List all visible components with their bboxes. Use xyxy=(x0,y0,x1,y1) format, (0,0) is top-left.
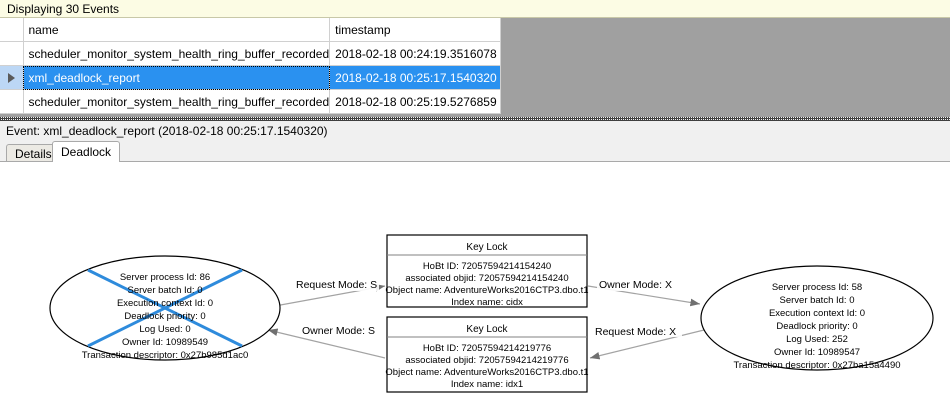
column-header-name[interactable]: name xyxy=(23,18,331,42)
bottom-key-lock-line-0: HoBt ID: 72057594214219776 xyxy=(423,343,551,354)
right-process-line-2: Execution context Id: 0 xyxy=(769,308,865,319)
edge-right-request-label: Request Mode: X xyxy=(595,326,676,338)
cell-name[interactable]: xml_deadlock_report xyxy=(23,65,331,90)
detail-tabstrip: Details Deadlock xyxy=(0,140,950,162)
right-process-line-4: Log Used: 252 xyxy=(786,334,848,345)
edge-right-request: Request Mode: X xyxy=(589,325,705,360)
events-table[interactable]: name timestamp scheduler_monitor_system_… xyxy=(0,18,502,114)
row-selector-cell[interactable] xyxy=(0,89,24,114)
left-process-line-2: Execution context Id: 0 xyxy=(117,298,213,309)
resource-node-bottom-key-lock[interactable]: Key Lock HoBt ID: 72057594214219776 asso… xyxy=(385,316,589,393)
cell-timestamp[interactable]: 2018-02-18 00:25:17.1540320 xyxy=(329,65,502,90)
table-row[interactable]: scheduler_monitor_system_health_ring_buf… xyxy=(0,41,502,66)
top-key-lock-line-0: HoBt ID: 72057594214154240 xyxy=(423,261,551,272)
top-key-lock-title: Key Lock xyxy=(466,242,508,253)
right-process-line-0: Server process Id: 58 xyxy=(772,282,862,293)
row-selector-cell[interactable] xyxy=(0,41,24,66)
left-process-line-1: Server batch Id: 0 xyxy=(128,285,203,296)
cell-name[interactable]: scheduler_monitor_system_health_ring_buf… xyxy=(23,41,331,66)
column-header-selector[interactable] xyxy=(0,18,24,42)
process-node-left-process[interactable]: Server process Id: 86 Server batch Id: 0… xyxy=(49,255,281,361)
event-detail-header: Event: xml_deadlock_report (2018-02-18 0… xyxy=(0,121,950,140)
bottom-key-lock-line-1: associated objid: 72057594214219776 xyxy=(405,355,568,366)
edge-left-owner: Owner Mode: S xyxy=(267,324,386,359)
right-process-line-1: Server batch Id: 0 xyxy=(780,295,855,306)
column-header-timestamp[interactable]: timestamp xyxy=(329,18,502,42)
process-node-right-process[interactable]: Server process Id: 58 Server batch Id: 0… xyxy=(700,265,934,371)
events-banner: Displaying 30 Events xyxy=(0,0,950,18)
left-process-line-4: Log Used: 0 xyxy=(139,324,190,335)
deadlock-graph-canvas[interactable]: Request Mode: S Owner Mode: X Owner Mode… xyxy=(0,161,950,400)
edge-right-owner-label: Owner Mode: X xyxy=(599,279,672,291)
row-arrow-icon xyxy=(7,73,15,84)
events-grid-panel[interactable]: name timestamp scheduler_monitor_system_… xyxy=(0,18,950,117)
table-row[interactable]: xml_deadlock_report 2018-02-18 00:25:17.… xyxy=(0,65,502,90)
deadlock-victim-cross-icon xyxy=(87,268,243,348)
bottom-key-lock-line-3: Index name: idx1 xyxy=(451,379,523,390)
cell-timestamp[interactable]: 2018-02-18 00:24:19.3516078 xyxy=(329,41,502,66)
top-key-lock-line-2: Object name: AdventureWorks2016CTP3.dbo.… xyxy=(385,285,588,296)
left-process-line-3: Deadlock priority: 0 xyxy=(124,311,205,322)
edge-right-owner: Owner Mode: X xyxy=(587,279,701,307)
cell-name[interactable]: scheduler_monitor_system_health_ring_buf… xyxy=(23,89,331,114)
right-process-line-6: Transaction descriptor: 0x27ba15a4490 xyxy=(733,360,900,371)
edge-left-request: Request Mode: S xyxy=(263,279,386,309)
event-title-label: Event: xml_deadlock_report (2018-02-18 0… xyxy=(6,124,328,138)
edge-left-request-label: Request Mode: S xyxy=(296,279,377,291)
right-process-line-3: Deadlock priority: 0 xyxy=(776,321,857,332)
top-key-lock-line-1: associated objid: 72057594214154240 xyxy=(405,273,568,284)
tab-deadlock[interactable]: Deadlock xyxy=(52,141,121,162)
events-count-label: Displaying 30 Events xyxy=(7,2,120,16)
table-row[interactable]: scheduler_monitor_system_health_ring_buf… xyxy=(0,89,502,114)
bottom-key-lock-title: Key Lock xyxy=(466,324,508,335)
right-process-line-5: Owner Id: 10989547 xyxy=(774,347,860,358)
row-selector-cell[interactable] xyxy=(0,65,24,90)
left-process-line-6: Transaction descriptor: 0x27b985d1ac0 xyxy=(82,350,249,361)
resource-node-top-key-lock[interactable]: Key Lock HoBt ID: 72057594214154240 asso… xyxy=(385,234,589,308)
top-key-lock-line-3: Index name: cidx xyxy=(451,297,523,308)
tab-details[interactable]: Details xyxy=(6,144,61,162)
left-process-line-5: Owner Id: 10989549 xyxy=(122,337,208,348)
left-process-line-0: Server process Id: 86 xyxy=(120,272,210,283)
bottom-key-lock-line-2: Object name: AdventureWorks2016CTP3.dbo.… xyxy=(385,367,588,378)
horizontal-splitter[interactable] xyxy=(0,117,950,121)
cell-timestamp[interactable]: 2018-02-18 00:25:19.5276859 xyxy=(329,89,502,114)
table-header-row: name timestamp xyxy=(0,18,502,42)
edge-left-owner-label: Owner Mode: S xyxy=(302,325,375,337)
